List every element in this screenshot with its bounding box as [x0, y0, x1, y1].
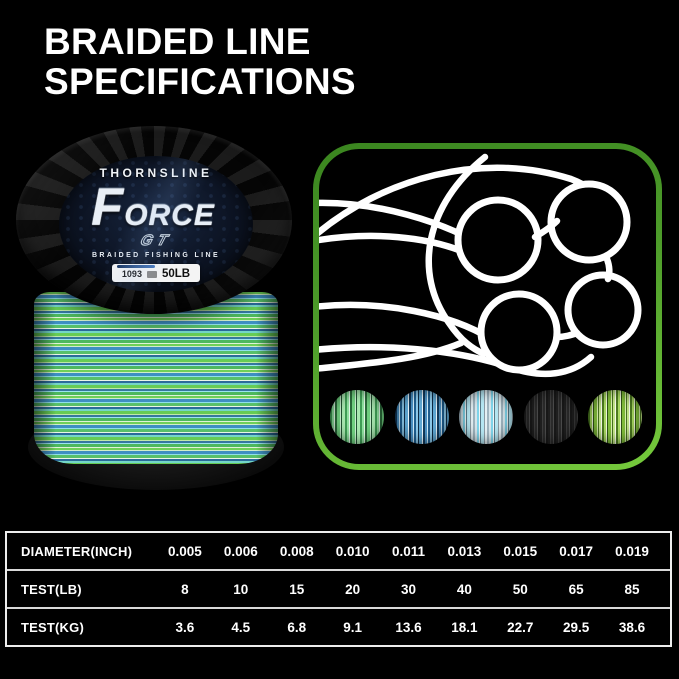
spec-value: 20: [345, 581, 361, 597]
color-swatch-row: [319, 390, 656, 448]
spec-value: 40: [456, 581, 472, 597]
spec-value: 10: [233, 581, 249, 597]
spec-value: 0.017: [559, 543, 594, 559]
spool-spec-pill: 1093 50LB: [112, 263, 200, 282]
spec-value: 30: [400, 581, 416, 597]
color-swatch-green-camo: [330, 390, 384, 444]
force-logo: FORCE: [91, 178, 215, 238]
spec-value: 0.006: [223, 543, 258, 559]
color-swatch-dark-gray: [524, 390, 578, 444]
spec-value: 0.019: [615, 543, 649, 559]
color-swatch-blue-camo: [395, 390, 449, 444]
braid-panel: [313, 143, 662, 470]
test-value: 50LB: [161, 267, 191, 280]
spool-label: THORNSLINE FORCE GT BRAIDED FISHING LINE…: [59, 156, 253, 292]
page-title: BRAIDED LINE SPECIFICATIONS: [44, 22, 356, 102]
spool-tagline: BRAIDED FISHING LINE: [91, 251, 221, 259]
strand-circle: [454, 196, 542, 284]
brand-name: THORNSLINE: [99, 166, 213, 181]
product-spool: THORNSLINE FORCE GT BRAIDED FISHING LINE…: [12, 120, 302, 500]
spec-row-test-lb: TEST(LB) 8 10 15 20 30 40 50 65 85: [7, 569, 670, 607]
spec-value: 85: [624, 581, 640, 597]
page-title-line2: SPECIFICATIONS: [44, 60, 356, 102]
spec-value: 9.1: [343, 619, 362, 635]
spec-value: 18.1: [451, 619, 478, 635]
color-swatch-sky-silver: [459, 390, 513, 444]
row-label: DIAMETER(INCH): [21, 543, 133, 559]
spool-wound-line: [34, 292, 278, 464]
spec-value: 22.7: [507, 619, 534, 635]
yards-value: 1093: [121, 269, 142, 280]
spec-value: 0.011: [391, 543, 426, 559]
spec-value: 15: [289, 581, 305, 597]
spec-value: 0.015: [503, 543, 538, 559]
strand-circle: [547, 180, 631, 264]
spec-value: 0.005: [168, 543, 202, 559]
spec-value: 13.6: [395, 619, 422, 635]
spec-table: DIAMETER(INCH) 0.005 0.006 0.008 0.010 0…: [5, 531, 672, 647]
spec-value: 29.5: [563, 619, 590, 635]
spec-value: 6.8: [287, 619, 307, 635]
strand-circle: [564, 271, 642, 349]
spec-value: 0.013: [447, 543, 482, 559]
yds-icon: [146, 270, 157, 278]
gt-logo: GT: [137, 231, 175, 249]
spec-value: 0.008: [279, 543, 314, 559]
spec-value: 3.6: [175, 619, 195, 635]
page-title-line1: BRAIDED LINE: [44, 21, 311, 62]
spec-row-test-kg: TEST(KG) 3.6 4.5 6.8 9.1 13.6 18.1 22.7 …: [7, 607, 670, 645]
spec-value: 8: [181, 581, 189, 597]
spec-value: 4.5: [231, 619, 251, 635]
color-swatch-grass-green: [588, 390, 642, 444]
row-label: TEST(KG): [21, 619, 84, 635]
spec-row-diameter: DIAMETER(INCH) 0.005 0.006 0.008 0.010 0…: [7, 533, 670, 569]
spec-value: 38.6: [618, 619, 646, 635]
braid-diagram: [319, 153, 642, 378]
row-label: TEST(LB): [21, 581, 82, 597]
spec-value: 0.010: [335, 543, 370, 559]
strand-circle: [477, 290, 561, 374]
spec-value: 65: [568, 581, 584, 597]
spec-value: 50: [512, 581, 528, 597]
